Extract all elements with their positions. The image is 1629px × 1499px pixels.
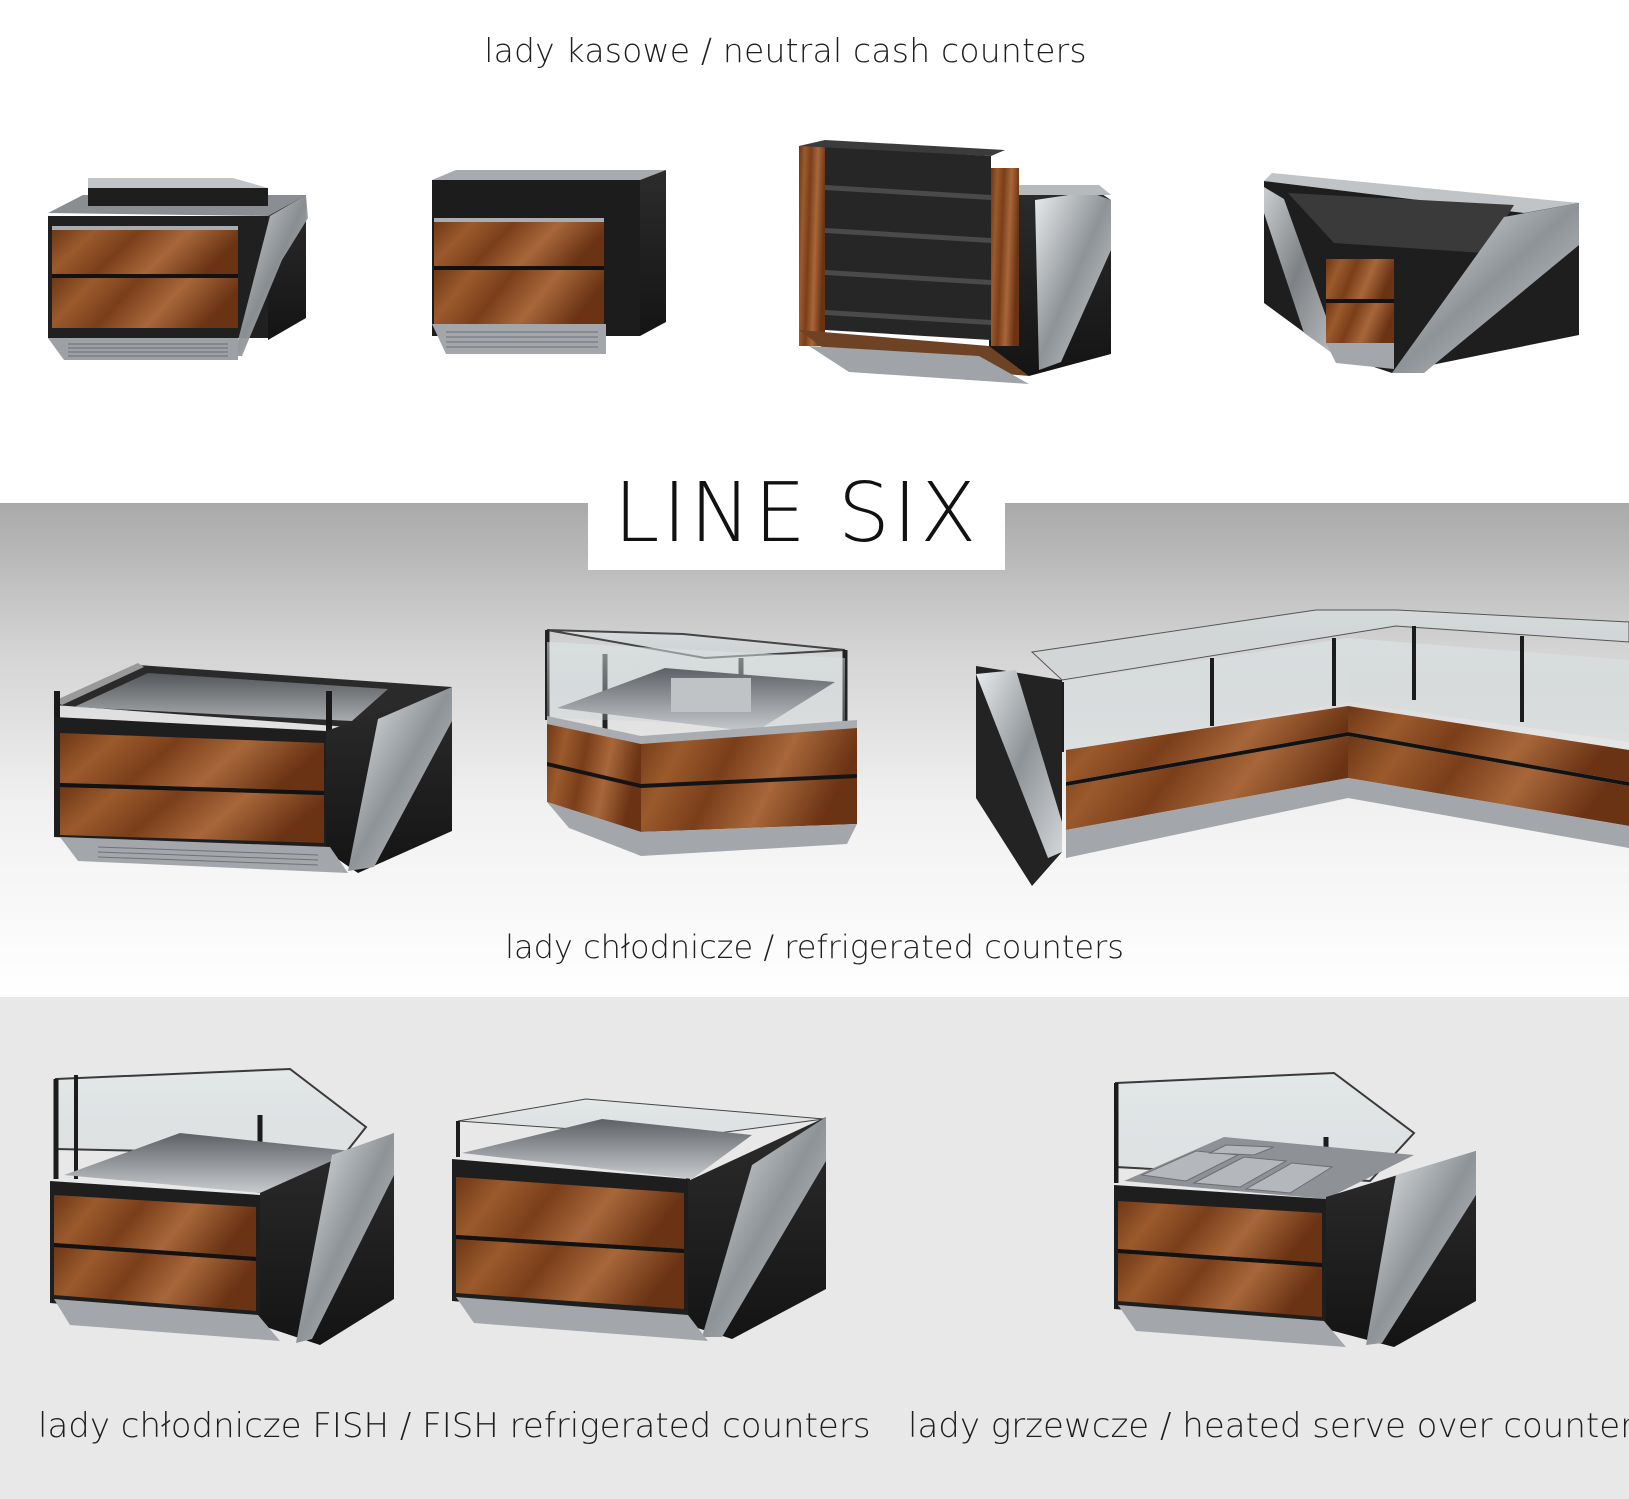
cash-counter-4-image [1264,173,1579,373]
cash-counter-3-image [799,140,1111,384]
fish-counters-caption: lady chłodnicze FISH / FISH refrigerated… [38,1406,871,1446]
fish-counter-1-image [50,1067,394,1345]
heated-counter-image [1114,1071,1476,1347]
cash-counter-1-image [48,178,308,360]
refrigerated-counter-3-image [976,609,1629,886]
title-box: LINE SIX [588,457,1005,570]
page-title: LINE SIX [613,466,980,561]
heated-counters-caption: lady grzewcze / heated serve over counte… [908,1406,1629,1446]
cash-counter-2-image [432,170,666,354]
fish-counter-2-image [452,1098,826,1341]
refrigerated-counters-caption: lady chłodnicze / refrigerated counters [505,928,1124,966]
refrigerated-counter-2-image [545,629,857,856]
refrigerated-counter-1-image [54,663,452,873]
cash-counters-caption: lady kasowe / neutral cash counters [484,31,1087,70]
